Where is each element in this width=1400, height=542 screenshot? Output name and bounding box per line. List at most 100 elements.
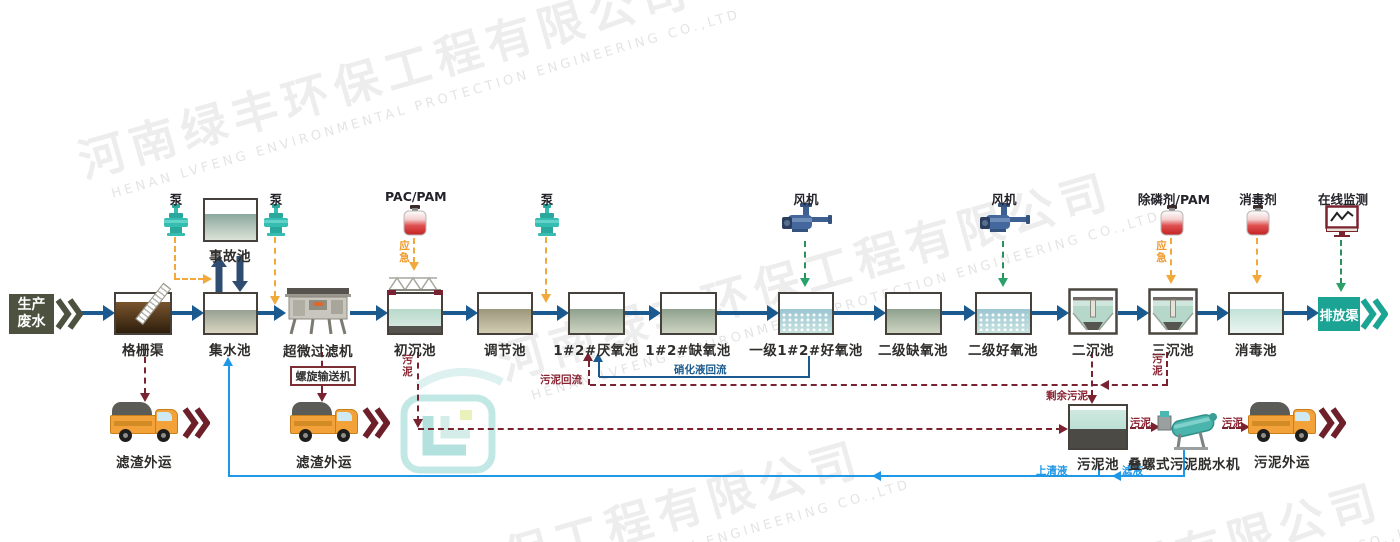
return-water-line — [228, 366, 230, 476]
primary-sludge-line — [418, 428, 1062, 430]
watermark-cn: 河南绿丰环保工程有限公司 — [72, 0, 699, 189]
chemical-bottle-icon — [1160, 205, 1184, 240]
sludge-return-arrowhead — [583, 352, 593, 361]
source-chevrons-icon — [55, 297, 84, 335]
flow-arrowhead — [874, 305, 886, 321]
flow-arrow — [1283, 311, 1308, 315]
flow-arrowhead — [1307, 305, 1319, 321]
pump1-line-arrowhead — [203, 274, 212, 284]
tank-water — [570, 309, 623, 333]
tank-anoxic — [660, 292, 717, 335]
label-sludge: 污泥 — [1222, 417, 1243, 429]
scraper-bridge-icon — [387, 273, 443, 297]
label-pump-2: 泵 — [269, 192, 283, 207]
label-sludge-out: 污泥外运 — [1254, 455, 1310, 471]
tank-disinfection — [1228, 292, 1284, 335]
watermark-en: HENAN LVFENG ENVIRONMENTAL PROTECTION EN… — [280, 477, 913, 542]
pump-icon — [533, 203, 561, 241]
tank-water — [479, 309, 531, 333]
flow-arrowhead — [274, 305, 286, 321]
label-pac-pam: PAC/PAM — [385, 189, 447, 204]
flow-arrowhead — [192, 305, 204, 321]
flow-arrow — [350, 311, 377, 315]
tank-collecting — [203, 292, 258, 335]
pac-line-arrowhead — [409, 262, 419, 271]
surplus-sludge-arrowhead — [1087, 395, 1097, 404]
dewaterer-to-truck-arrowhead — [1241, 422, 1250, 432]
discharge-label: 排放渠 — [1319, 308, 1359, 324]
label-emergency: 应急 — [399, 240, 410, 265]
truck-hub — [1261, 433, 1266, 438]
label-tertiary-sed: 三沉池 — [1152, 343, 1194, 359]
label-disinfection: 消毒池 — [1235, 343, 1277, 359]
flow-arrowhead — [103, 305, 115, 321]
pac-dosing-line — [413, 238, 415, 263]
label-fan-2: 风机 — [991, 192, 1017, 207]
fan2-line-arrowhead — [998, 278, 1008, 287]
monitor-line — [1340, 240, 1342, 284]
pump2-line-arrowhead — [270, 296, 280, 305]
fan1-line-arrowhead — [800, 278, 810, 287]
truck-load — [292, 402, 332, 419]
label-emergency: 应急 — [1156, 240, 1167, 265]
label-sludge-tank: 污泥池 — [1077, 457, 1119, 473]
residue-truck-icon — [290, 402, 358, 446]
pump-icon — [262, 203, 290, 241]
truck-window — [157, 412, 172, 421]
screw-conveyor-box: 螺旋输送机 — [290, 366, 356, 386]
label-ultra-filter: 超微过滤机 — [283, 344, 353, 360]
flow-arrowhead — [1137, 305, 1149, 321]
return-water-arrowhead — [223, 357, 233, 366]
tank-secondary-sed — [1068, 288, 1118, 339]
label-grid-channel: 格栅渠 — [122, 343, 164, 359]
label-online-monitor: 在线监测 — [1317, 192, 1368, 207]
pump2-dosing-line — [274, 237, 276, 297]
flow-arrowhead — [649, 305, 661, 321]
company-logo-watermark — [398, 356, 510, 478]
label-sludge: 污泥 — [402, 354, 413, 379]
accident-exchange-arrows-icon — [211, 256, 249, 296]
aeration-bubbles — [979, 313, 1028, 331]
phos-line-arrowhead — [1166, 275, 1176, 284]
online-monitor-icon — [1325, 205, 1359, 241]
disinfectant-dosing-line — [1256, 238, 1258, 276]
discharge-box: 排放渠 — [1318, 297, 1360, 331]
sludge-return-line — [588, 361, 590, 385]
label-disinfectant: 消毒剂 — [1239, 192, 1277, 207]
sludge-chevrons-icon — [1318, 406, 1347, 444]
pump-icon — [162, 203, 190, 241]
return-water-arrowhead — [1112, 471, 1121, 481]
label-nitrified-return: 硝化液回流 — [674, 364, 727, 376]
flow-arrow — [833, 311, 875, 315]
tank-water — [887, 309, 940, 333]
tank-water — [205, 310, 256, 333]
watermark-en: HENAN LVFENG ENVIRONMENTAL PROTECTION EN… — [800, 519, 1400, 542]
label-dewaterer: 叠螺式污泥脱水机 — [1128, 457, 1240, 473]
flow-arrow — [172, 311, 193, 315]
label-phos-pam: 除磷剂/PAM — [1137, 192, 1211, 207]
label-sludge: 污泥 — [1152, 353, 1163, 378]
sludge-tank-inlet-arrowhead — [1059, 424, 1068, 434]
flow-arrow — [443, 311, 467, 315]
label-surplus-sludge: 剩余污泥 — [1046, 390, 1088, 402]
tank-water — [205, 214, 256, 240]
truck-hub — [1299, 433, 1304, 438]
flow-arrow — [80, 311, 104, 315]
residue-chevrons-icon — [362, 406, 391, 444]
truck-window — [337, 412, 352, 421]
pump3-line-arrowhead — [541, 294, 551, 303]
sludge-truck-icon — [1248, 402, 1316, 446]
flow-arrowhead — [767, 305, 779, 321]
truck-hub — [123, 433, 128, 438]
truck-stripe — [1252, 421, 1290, 426]
flow-arrow — [717, 311, 768, 315]
source-label: 生产废水 — [17, 296, 46, 331]
label-residue-out-1: 滤渣外运 — [116, 455, 172, 471]
flow-arrow — [532, 311, 558, 315]
source-box: 生产废水 — [9, 294, 54, 334]
primary-sludge-arrowhead — [413, 419, 423, 428]
tank-aerobic-stage2 — [975, 292, 1032, 335]
residue-line — [321, 352, 323, 366]
label-primary-sed: 初沉池 — [394, 343, 436, 359]
